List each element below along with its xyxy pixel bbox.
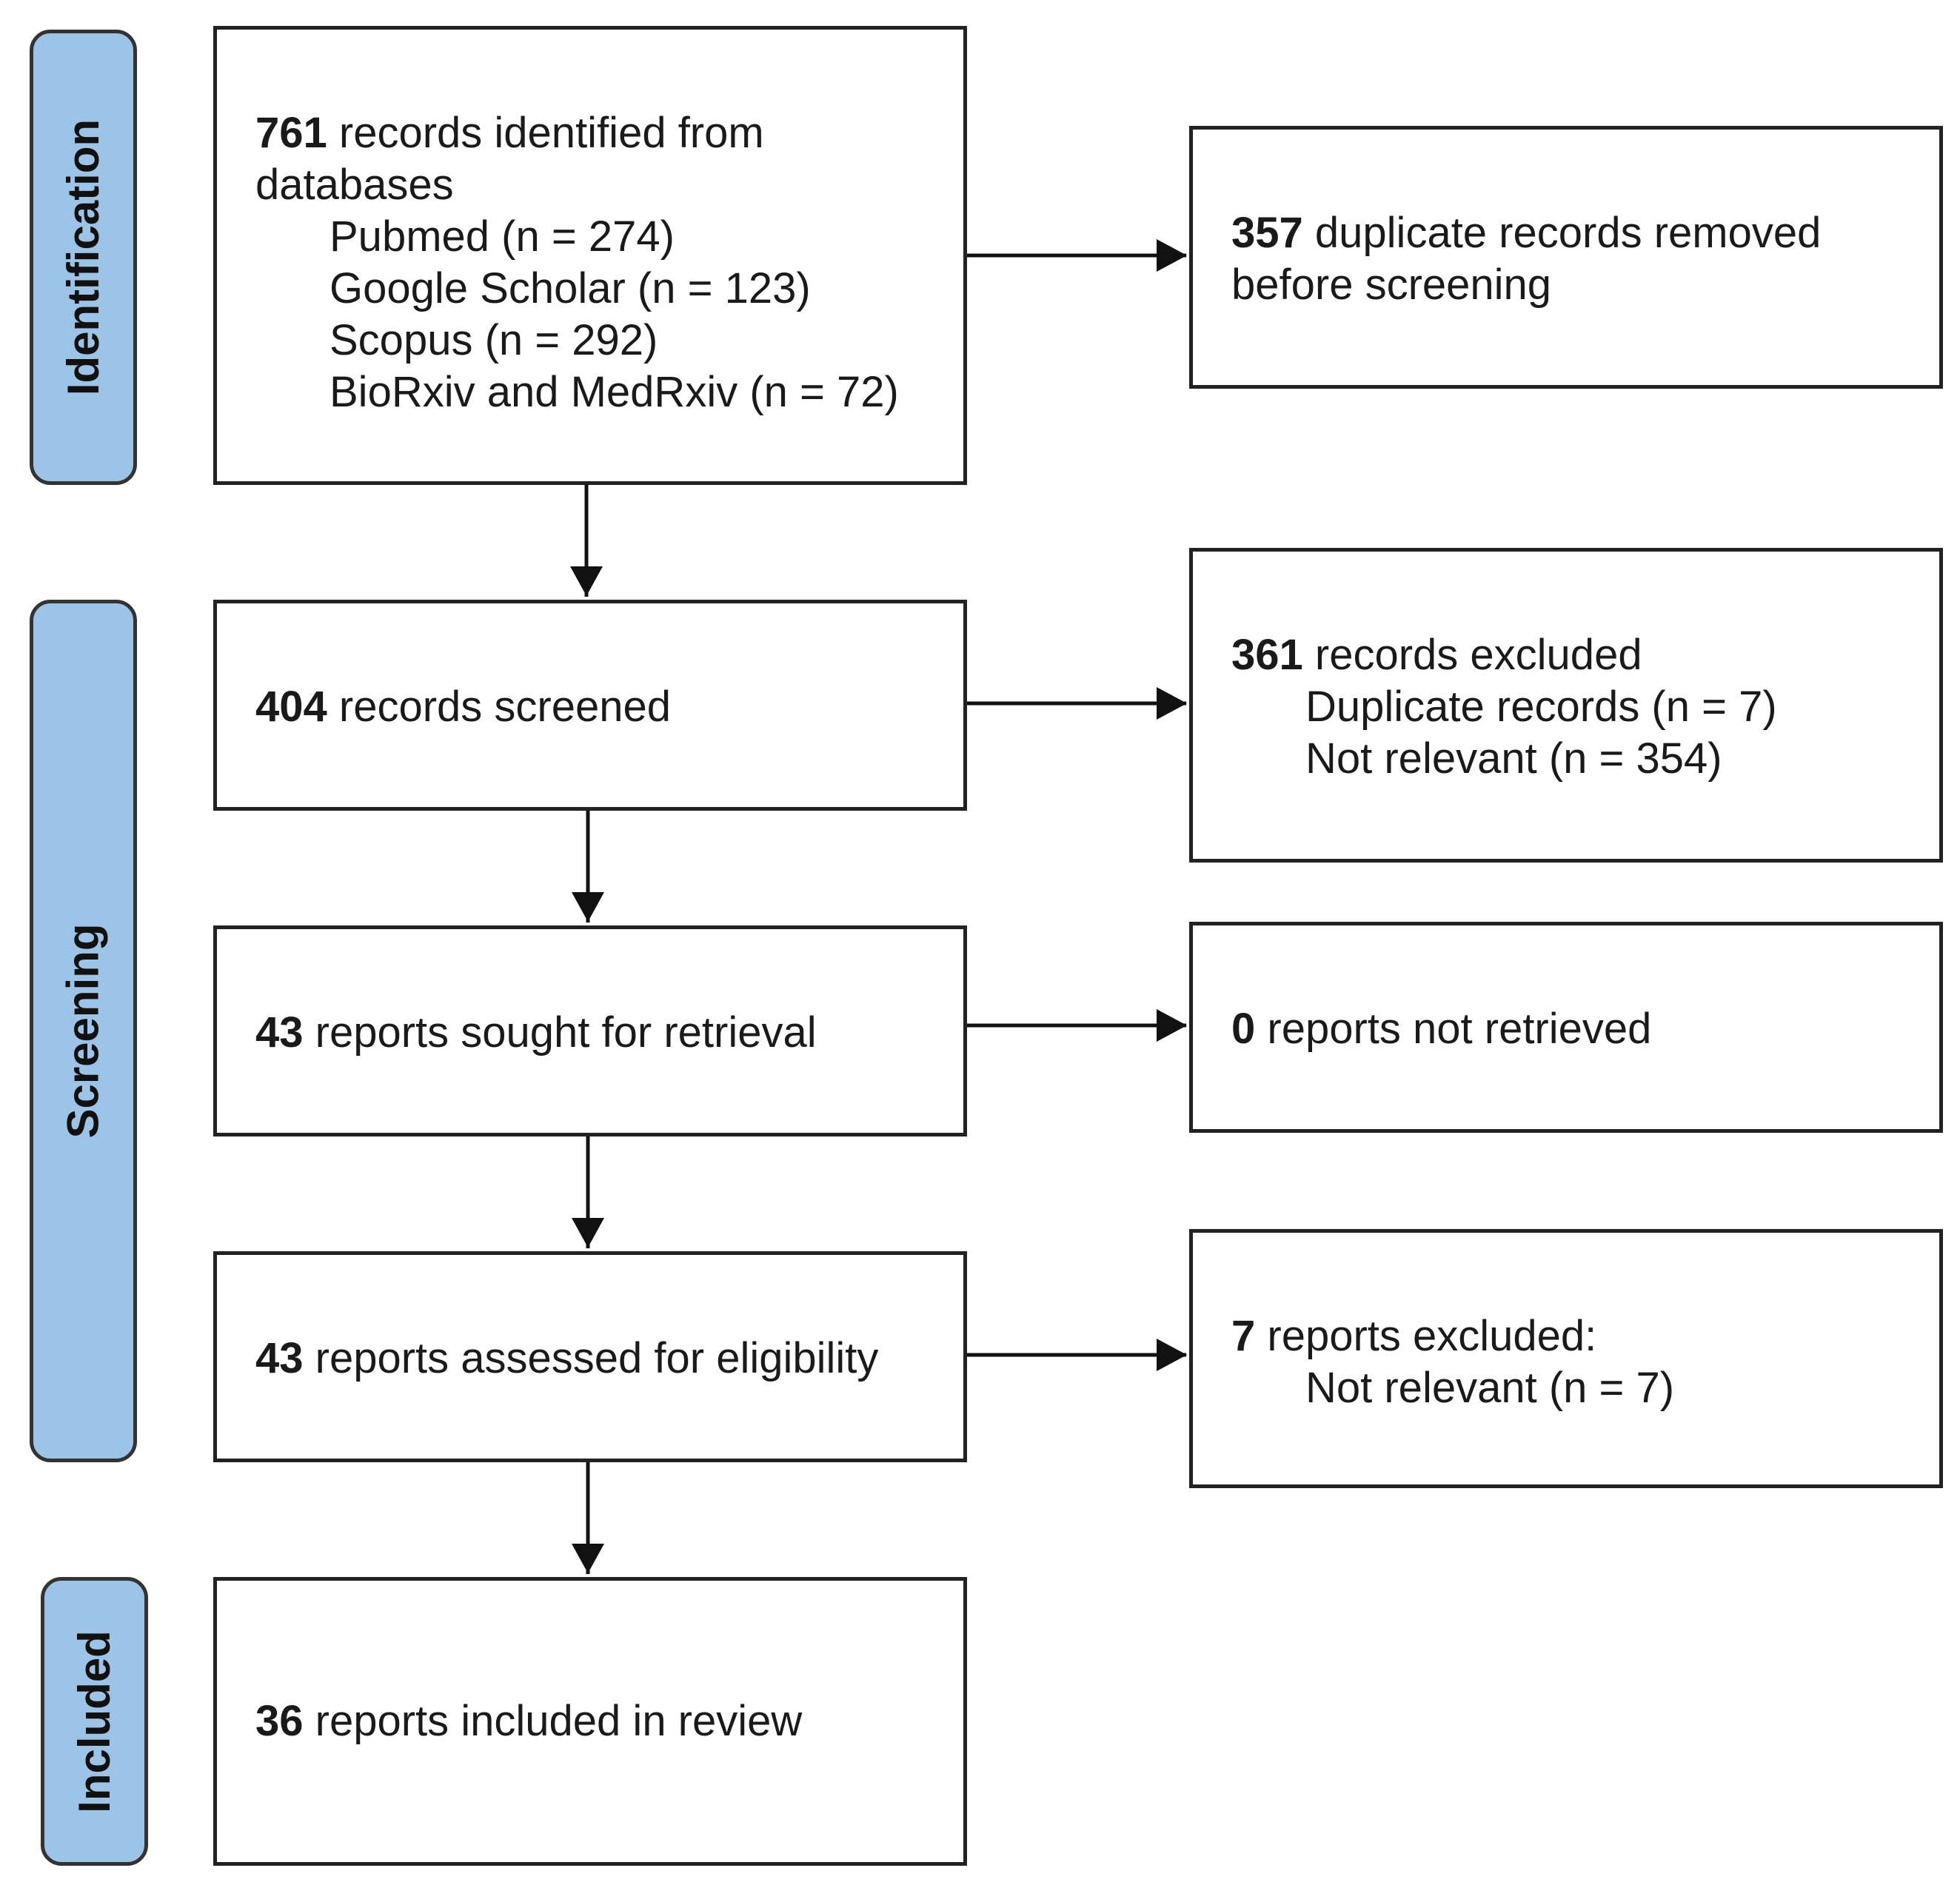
excluded-heading: 361 records excluded	[1231, 629, 1939, 681]
source-scopus: Scopus (n = 292)	[330, 316, 658, 364]
identified-count: 761	[255, 109, 327, 157]
duplicates-text: duplicate records removed	[1302, 209, 1822, 257]
box-reports-assessed: 43 reports assessed for eligibility	[213, 1251, 967, 1462]
arrowhead-4	[572, 1544, 604, 1573]
phase-screening: Screening	[30, 600, 137, 1462]
arrowhead-7	[1157, 1009, 1187, 1042]
box-duplicates-removed: 357 duplicate records removed before scr…	[1189, 126, 1943, 389]
reports-excluded-count: 7	[1231, 1312, 1256, 1360]
arrowhead-5	[1157, 239, 1187, 272]
identified-text2: databases	[255, 161, 454, 209]
source-pubmed: Pubmed (n = 274)	[330, 212, 675, 261]
arrowhead-6	[1157, 687, 1187, 720]
arrowhead-2	[572, 892, 604, 922]
box-records-excluded: 361 records excluded Duplicate records (…	[1189, 548, 1943, 863]
sought-count: 43	[255, 1008, 304, 1057]
arrowhead-8	[1157, 1339, 1187, 1371]
arrowhead-1	[570, 566, 603, 596]
box-records-identified: 761 records identified from databases Pu…	[213, 26, 967, 485]
screened-text: records screened	[327, 683, 672, 731]
arrowhead-3	[572, 1218, 604, 1248]
included-heading: 36 reports included in review	[255, 1695, 963, 1747]
source-google-scholar: Google Scholar (n = 123)	[330, 264, 811, 312]
assessed-heading: 43 reports assessed for eligibility	[255, 1333, 963, 1385]
source-biorxiv-medrxiv: BioRxiv and MedRxiv (n = 72)	[330, 368, 899, 416]
included-text: reports included in review	[303, 1697, 803, 1745]
excluded-count: 361	[1231, 631, 1303, 679]
not-retrieved-text: reports not retrieved	[1255, 1005, 1652, 1053]
included-count: 36	[255, 1697, 304, 1745]
screened-heading: 404 records screened	[255, 681, 963, 733]
sought-heading: 43 reports sought for retrieval	[255, 1007, 963, 1059]
identified-heading: 761 records identified from	[255, 107, 963, 159]
box-reports-excluded: 7 reports excluded: Not relevant (n = 7)	[1189, 1229, 1943, 1488]
excluded-reason-duplicates: Duplicate records (n = 7)	[1305, 683, 1777, 731]
assessed-text: reports assessed for eligibility	[303, 1334, 879, 1382]
phase-identification: Identification	[30, 30, 137, 485]
excluded-text: records excluded	[1302, 631, 1642, 679]
duplicates-heading: 357 duplicate records removed	[1231, 207, 1939, 259]
duplicates-text2: before screening	[1231, 261, 1552, 309]
screened-count: 404	[255, 683, 327, 731]
phase-included: Included	[41, 1577, 148, 1866]
identified-text: records identified from	[327, 109, 764, 157]
reports-excluded-reason: Not relevant (n = 7)	[1305, 1364, 1675, 1412]
excluded-reason-not-relevant: Not relevant (n = 354)	[1305, 734, 1722, 783]
sought-text: reports sought for retrieval	[303, 1008, 817, 1057]
not-retrieved-heading: 0 reports not retrieved	[1231, 1003, 1939, 1055]
reports-excluded-heading: 7 reports excluded:	[1231, 1310, 1939, 1362]
box-reports-included: 36 reports included in review	[213, 1577, 967, 1866]
box-reports-sought: 43 reports sought for retrieval	[213, 925, 967, 1136]
assessed-count: 43	[255, 1334, 304, 1382]
box-records-screened: 404 records screened	[213, 600, 967, 811]
box-reports-not-retrieved: 0 reports not retrieved	[1189, 922, 1943, 1133]
reports-excluded-text: reports excluded:	[1255, 1312, 1597, 1360]
not-retrieved-count: 0	[1231, 1005, 1256, 1053]
duplicates-count: 357	[1231, 209, 1303, 257]
